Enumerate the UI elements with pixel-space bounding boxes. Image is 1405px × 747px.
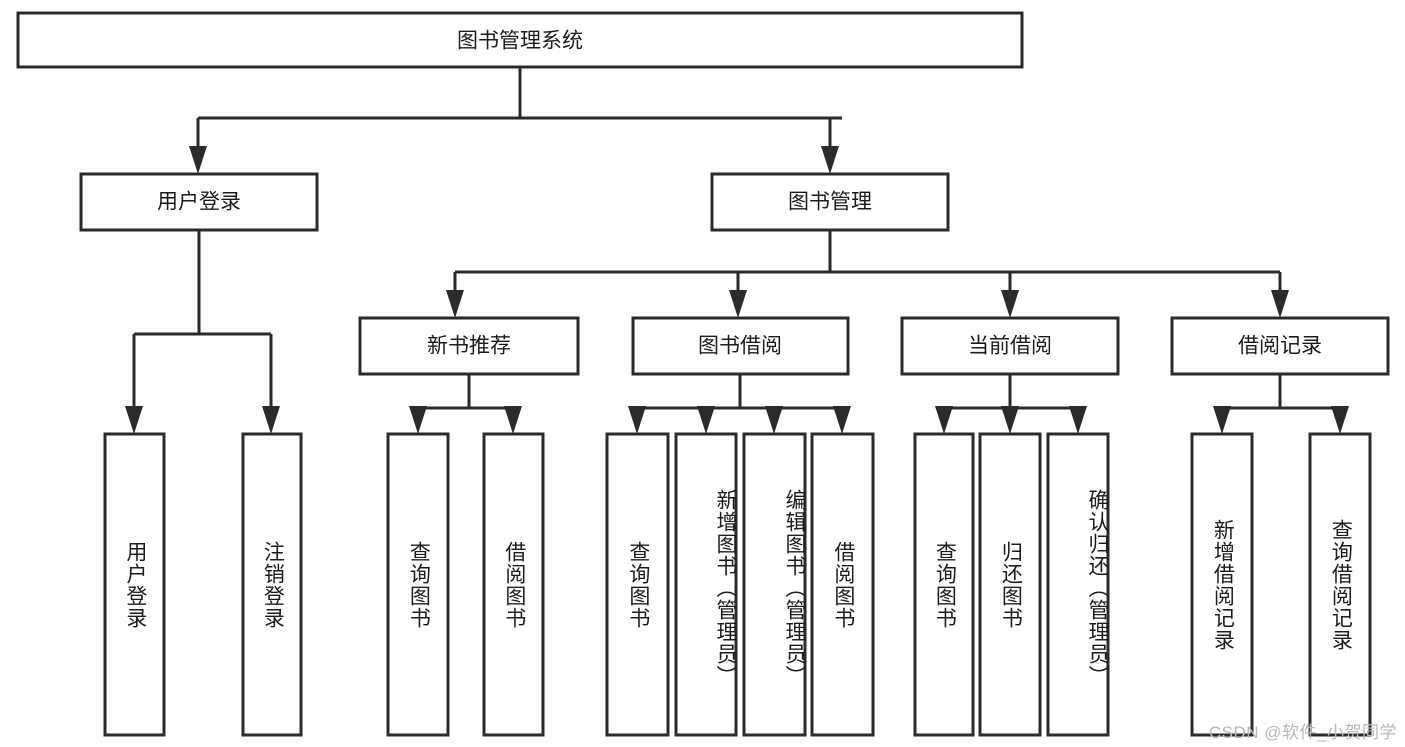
arrowhead-leaf-confirm-return [1069,406,1087,434]
leaf-box-group [103,432,1372,737]
node-leaf-query-book-2-box[interactable] [605,432,670,737]
node-leaf-logout-box[interactable] [241,432,303,737]
arrowhead-leaf-add-record [1213,406,1231,434]
node-new-book-rec-box[interactable] [358,316,580,376]
node-root-box[interactable] [16,11,1024,69]
arrowhead-leaf-add-book [697,406,715,434]
node-leaf-query-book-1-box[interactable] [386,432,450,737]
edge-group-user-login [125,230,280,434]
node-leaf-borrow-book-2-box[interactable] [810,432,875,737]
node-root[interactable]: 图书管理系统 [16,11,1024,69]
node-book-manage-box[interactable] [710,172,950,232]
arrowhead-leaf-query-book-1 [409,406,427,434]
arrowhead-leaf-edit-book [765,406,783,434]
arrowhead-borrow-record [1271,290,1289,318]
node-root-label: 图书管理系统 [457,30,583,53]
node-user-login-box[interactable] [79,172,319,232]
node-new-book-rec-label: 新书推荐 [427,335,511,358]
node-book-borrow-label: 图书借阅 [698,335,782,358]
node-leaf-borrow-book-1-box[interactable] [482,432,545,737]
node-current-borrow[interactable]: 当前借阅 [900,316,1120,376]
arrowhead-leaf-query-book-3 [935,406,953,434]
edge-group-current-borrow [935,374,1087,434]
node-borrow-record[interactable]: 借阅记录 [1170,316,1390,376]
arrowhead-leaf-query-record [1331,406,1349,434]
node-current-borrow-label: 当前借阅 [968,335,1052,358]
node-book-manage[interactable]: 图书管理 [710,172,950,232]
edge-group-borrow-record [1213,374,1349,434]
node-borrow-record-label: 借阅记录 [1238,335,1322,358]
edge-group-new-book-rec [409,374,522,434]
node-leaf-return-book-box[interactable] [978,432,1042,737]
arrowhead-book-borrow [729,290,747,318]
arrowhead-current-borrow [1001,290,1019,318]
node-current-borrow-box[interactable] [900,316,1120,376]
arrowhead-leaf-user-login [125,406,143,434]
edge-group-root [189,67,842,174]
node-leaf-query-book-3-box[interactable] [913,432,975,737]
arrowhead-leaf-borrow-book-1 [504,406,522,434]
arrowhead-leaf-return-book [1001,406,1019,434]
arrowhead-leaf-query-book-2 [628,406,646,434]
node-leaf-user-login-box[interactable] [103,432,166,737]
node-leaf-add-book-box[interactable] [674,432,738,737]
edge-group-book-borrow [628,374,851,434]
edge-group-book-manage [446,230,1289,318]
arrowhead-new-book-rec [446,290,464,318]
node-user-login[interactable]: 用户登录 [79,172,319,232]
node-leaf-confirm-return-box[interactable] [1046,432,1110,737]
watermark-text: CSDN @软件_小贺同学 [1208,723,1397,742]
node-book-borrow[interactable]: 图书借阅 [631,316,850,376]
node-leaf-query-record-box[interactable] [1308,432,1372,737]
arrowhead-leaf-borrow-book-2 [833,406,851,434]
node-borrow-record-box[interactable] [1170,316,1390,376]
arrowhead-leaf-logout [262,406,280,434]
arrowhead-book-manage [821,146,839,174]
node-leaf-edit-book-box[interactable] [742,432,807,737]
node-leaf-add-record-box[interactable] [1190,432,1254,737]
arrowhead-user-login [189,146,207,174]
node-book-manage-label: 图书管理 [788,191,872,214]
node-user-login-label: 用户登录 [157,191,241,214]
node-new-book-rec[interactable]: 新书推荐 [358,316,580,376]
node-book-borrow-box[interactable] [631,316,850,376]
